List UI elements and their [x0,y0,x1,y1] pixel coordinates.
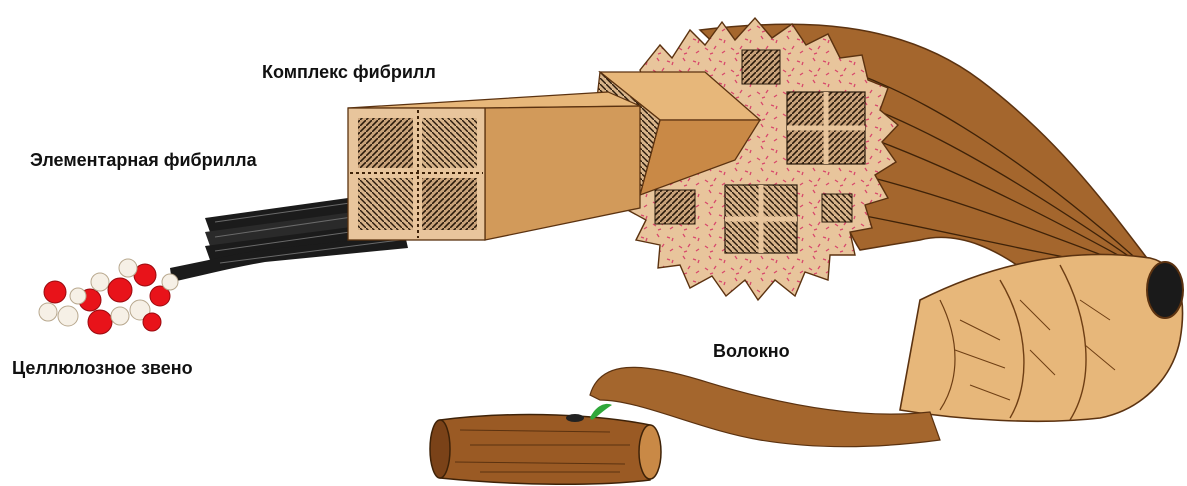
fibril-complex-box-large [348,92,640,240]
fiber-lumen [1147,262,1183,318]
fibril-complex-label: Комплекс фибрилл [262,62,436,83]
elementary-fibril-label: Элементарная фибрилла [30,150,257,171]
cellulose-molecule [39,259,178,334]
fiber-tube [900,254,1182,421]
cellulose-unit-label: Целлюлозное звено [12,358,193,379]
fiber-label: Волокно [713,341,790,362]
wood-log [430,404,661,484]
